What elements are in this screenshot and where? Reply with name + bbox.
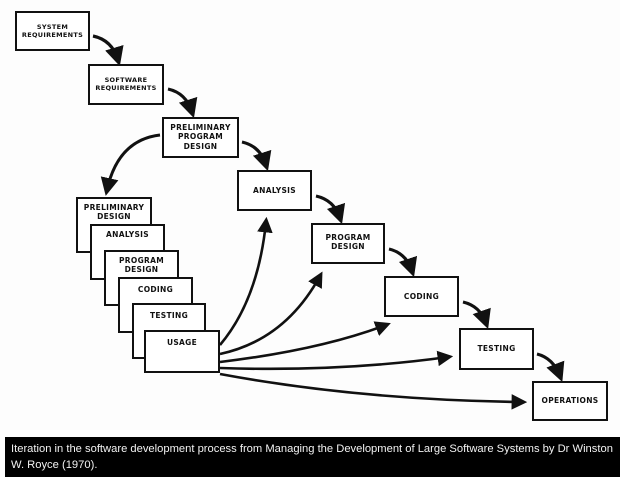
step-label: TESTING [477, 344, 516, 353]
arrow-coding-to-testing [462, 300, 491, 330]
arrow-sysreq-to-swreq [92, 34, 124, 67]
arrow-swreq-to-ppd [167, 87, 198, 119]
feedback-arrow-testing [219, 350, 454, 371]
step-label: CODING [403, 292, 440, 301]
arrow-testing-to-operations [536, 352, 565, 382]
step-label: PRELIMINARY PROGRAM DESIGN [170, 123, 231, 151]
stack-usage: USAGE [144, 330, 220, 373]
step-label: OPERATIONS [541, 396, 599, 405]
caption-text: Iteration in the software development pr… [11, 443, 613, 471]
stack-label: USAGE [166, 338, 198, 347]
step-label: ANALYSIS [253, 186, 296, 195]
stack-label: PROGRAM DESIGN [119, 256, 164, 275]
arrows-layer [92, 34, 565, 410]
step-label: PROGRAM DESIGN [325, 233, 371, 252]
step-analysis: ANALYSIS [237, 170, 312, 211]
step-system-requirements: SYSTEM REQUIREMENTS [15, 11, 90, 51]
stack-label: TESTING [149, 311, 189, 320]
step-preliminary-program-design: PRELIMINARY PROGRAM DESIGN [162, 117, 239, 158]
arrow-ppd-to-preliminary-design [100, 133, 161, 196]
waterfall-diagram: SYSTEM REQUIREMENTS SOFTWARE REQUIREMENT… [15, 11, 608, 421]
step-label: SYSTEM REQUIREMENTS [21, 23, 84, 40]
step-testing: TESTING [459, 328, 534, 370]
feedback-arrow-program-design [219, 271, 323, 356]
stack-label: PRELIMINARY DESIGN [83, 203, 145, 222]
step-software-requirements: SOFTWARE REQUIREMENTS [88, 64, 164, 105]
stack-label: ANALYSIS [106, 230, 149, 239]
arrow-analysis-to-progdesign [315, 194, 346, 225]
step-program-design: PROGRAM DESIGN [311, 223, 385, 264]
step-coding: CODING [384, 276, 459, 317]
feedback-arrow-operations [219, 372, 528, 410]
arrow-ppd-to-analysis [241, 140, 272, 172]
figure-caption: Iteration in the software development pr… [5, 437, 620, 477]
step-operations: OPERATIONS [532, 381, 608, 421]
step-label: SOFTWARE REQUIREMENTS [95, 76, 157, 93]
stack-label: CODING [137, 285, 174, 294]
arrow-progdesign-to-coding [388, 247, 418, 278]
feedback-arrow-analysis [219, 216, 273, 346]
feedback-arrow-coding [219, 321, 391, 364]
